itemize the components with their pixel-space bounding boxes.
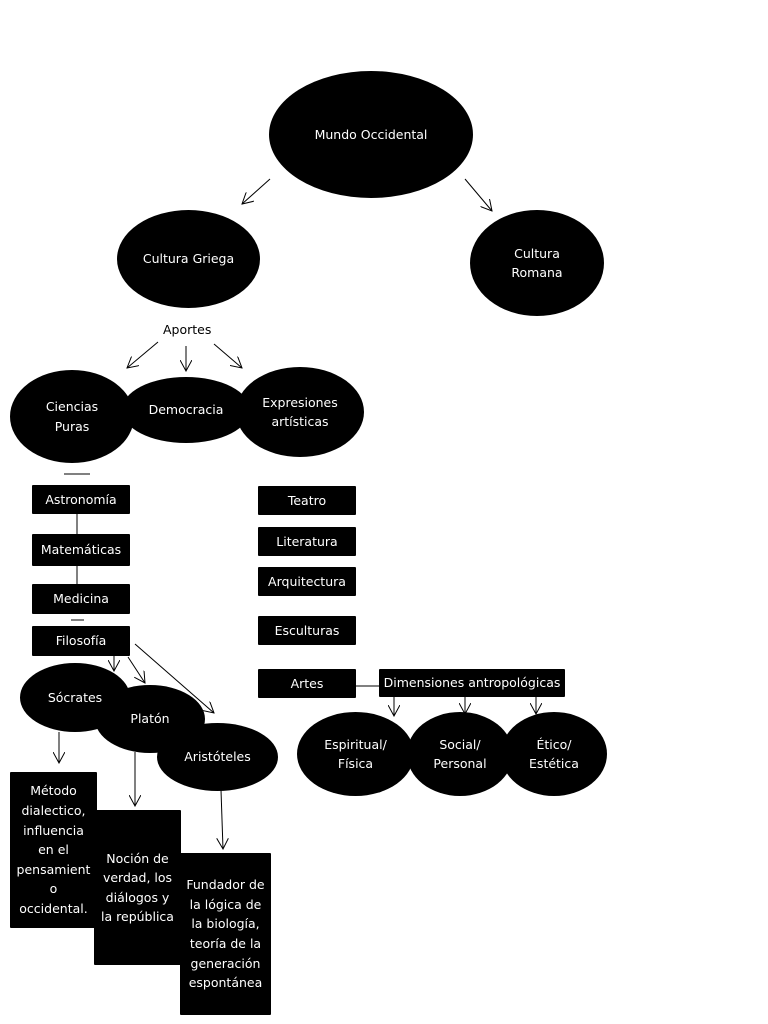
arrow-aportes-to-expresiones: [213, 343, 242, 368]
node-cultura-griega: Cultura Griega: [117, 210, 260, 308]
arrow-filosofia-to-aristoteles: [134, 643, 214, 713]
node-cultura-romana: Cultura Romana: [470, 210, 604, 316]
node-medicina: Medicina: [32, 584, 130, 614]
node-espiritual-fisica: Espiritual/ Física: [297, 712, 414, 796]
node-astronomia: Astronomía: [32, 485, 130, 514]
node-aristoteles-contribution: Fundador de la lógica de la biología, te…: [180, 853, 271, 1015]
node-matematicas: Matemáticas: [32, 534, 130, 566]
node-social-personal: Social/ Personal: [407, 712, 513, 796]
arrow-aportes-to-ciencias: [127, 341, 159, 368]
node-artes: Artes: [258, 669, 356, 698]
arrow-root-to-roman: [464, 178, 492, 211]
arrow-aristoteles-to-contribution: [221, 789, 223, 849]
label-aportes: Aportes: [163, 322, 212, 337]
node-dimensiones-antropologicas: Dimensiones antropológicas: [379, 669, 565, 697]
node-ciencias-puras: Ciencias Puras: [10, 370, 134, 463]
arrow-filosofia-to-platon: [127, 656, 145, 683]
arrow-root-to-greek: [242, 178, 271, 204]
node-platon-contribution: Noción de verdad, los diálogos y la repú…: [94, 810, 181, 965]
node-democracia: Democracia: [122, 377, 250, 443]
node-etico-estetica: Ético/ Estética: [501, 712, 607, 796]
node-arquitectura: Arquitectura: [258, 567, 356, 596]
node-aristoteles: Aristóteles: [157, 723, 278, 791]
node-filosofia: Filosofía: [32, 626, 130, 656]
node-literatura: Literatura: [258, 527, 356, 556]
node-esculturas: Esculturas: [258, 616, 356, 645]
root-node-mundo-occidental: Mundo Occidental: [269, 71, 473, 198]
node-expresiones-artisticas: Expresiones artísticas: [236, 367, 364, 457]
node-teatro: Teatro: [258, 486, 356, 515]
node-socrates-contribution: Método dialectico, influencia en el pens…: [10, 772, 97, 928]
